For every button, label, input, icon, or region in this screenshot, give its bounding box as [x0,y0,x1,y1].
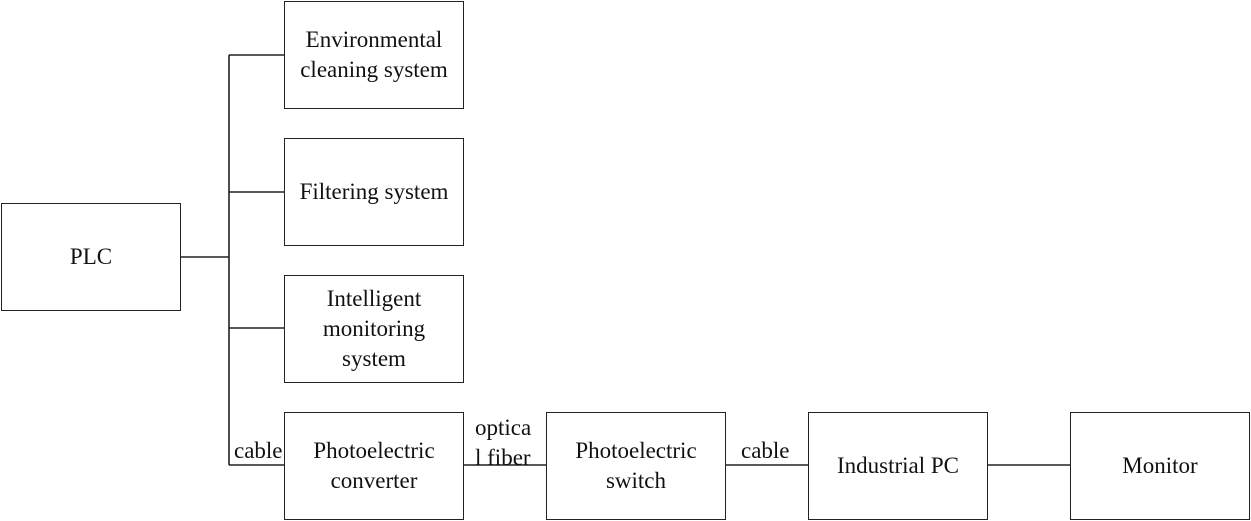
switch-label-line2: switch [605,468,667,493]
cable-label-plc-converter: cable [234,438,283,463]
monitoring-label-line2: monitoring [322,316,426,341]
monitor-label: Monitor [1122,453,1198,478]
monitoring-label-line1: Intelligent [326,286,422,311]
plc-label: PLC [69,244,113,269]
switch-label-line1: Photoelectric [575,438,697,463]
monitor-box: Monitor [1070,412,1250,520]
cable-label-switch-pc: cable [741,438,790,463]
photoelectric-switch-box: Photoelectric switch [546,412,726,520]
plc-box: PLC [1,203,181,311]
filtering-system-box: Filtering system [284,138,464,246]
environmental-cleaning-system-box: Environmental cleaning system [284,1,464,109]
photoelectric-converter-box: Photoelectric converter [284,412,464,520]
cleaning-label-line1: Environmental [305,27,443,52]
optical-fiber-label-line2: l fiber [475,445,531,470]
intelligent-monitoring-system-box: Intelligent monitoring system [284,275,464,383]
cleaning-label-line2: cleaning system [300,57,448,82]
industrial-pc-box: Industrial PC [808,412,988,520]
converter-label-line1: Photoelectric [313,438,435,463]
converter-label-line2: converter [330,468,418,493]
optical-fiber-label-line1: optica [475,415,532,440]
industrial-pc-label: Industrial PC [836,453,960,478]
monitoring-label-line3: system [342,346,406,371]
filtering-label: Filtering system [299,179,449,204]
